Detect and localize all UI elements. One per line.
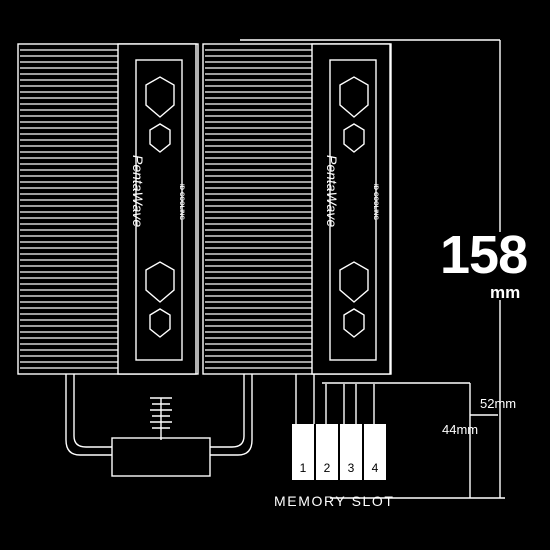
- left-fan-blade-bottom: [145, 261, 175, 338]
- right-fan-brand: PentaWave: [324, 155, 340, 227]
- memory-slot-3: [340, 424, 362, 480]
- memory-slot-1: [292, 424, 314, 480]
- memory-slot-2: [316, 424, 338, 480]
- right-fan-blade-bottom: [339, 261, 369, 338]
- memory-slot-number: 4: [372, 461, 379, 475]
- right-heatsink-fins: [205, 49, 312, 369]
- cpu-base-block: [111, 437, 211, 477]
- mounting-spring: [150, 397, 172, 440]
- height-unit: mm: [490, 283, 521, 302]
- clearance-guide-lines: [295, 374, 375, 424]
- height-value: 158: [440, 225, 528, 285]
- memory-slot-number: 2: [324, 461, 331, 475]
- height-dimension-lines: [240, 39, 505, 499]
- left-fan-blade-top: [145, 76, 175, 153]
- left-fan-brand: PentaWave: [130, 155, 146, 227]
- memory-slot-number: 1: [300, 461, 307, 475]
- left-heatsink-outline: [17, 43, 199, 375]
- left-fan-badge: ID-COOLING: [178, 184, 184, 220]
- right-fan-inner: [329, 59, 377, 361]
- right-heatsink-outline: [202, 43, 392, 375]
- dim-52mm-lines: [322, 382, 471, 498]
- memory-slot-caption: MEMORY SLOT: [274, 493, 395, 509]
- right-fan-frame: [311, 43, 391, 375]
- right-fan-blade-top: [339, 76, 369, 153]
- memory-slots: 1 2 3 4: [292, 424, 386, 480]
- memory-slot-number: 3: [348, 461, 355, 475]
- heat-pipes: [65, 374, 253, 456]
- right-fan-badge: ID-COOLING: [372, 184, 378, 220]
- dimension-lower: 44mm: [442, 422, 479, 437]
- dimension-upper: 52mm: [480, 396, 517, 411]
- left-fan-inner: [135, 59, 183, 361]
- left-heatsink-fins: [20, 49, 118, 369]
- memory-slot-4: [364, 424, 386, 480]
- left-fan-frame: [117, 43, 197, 375]
